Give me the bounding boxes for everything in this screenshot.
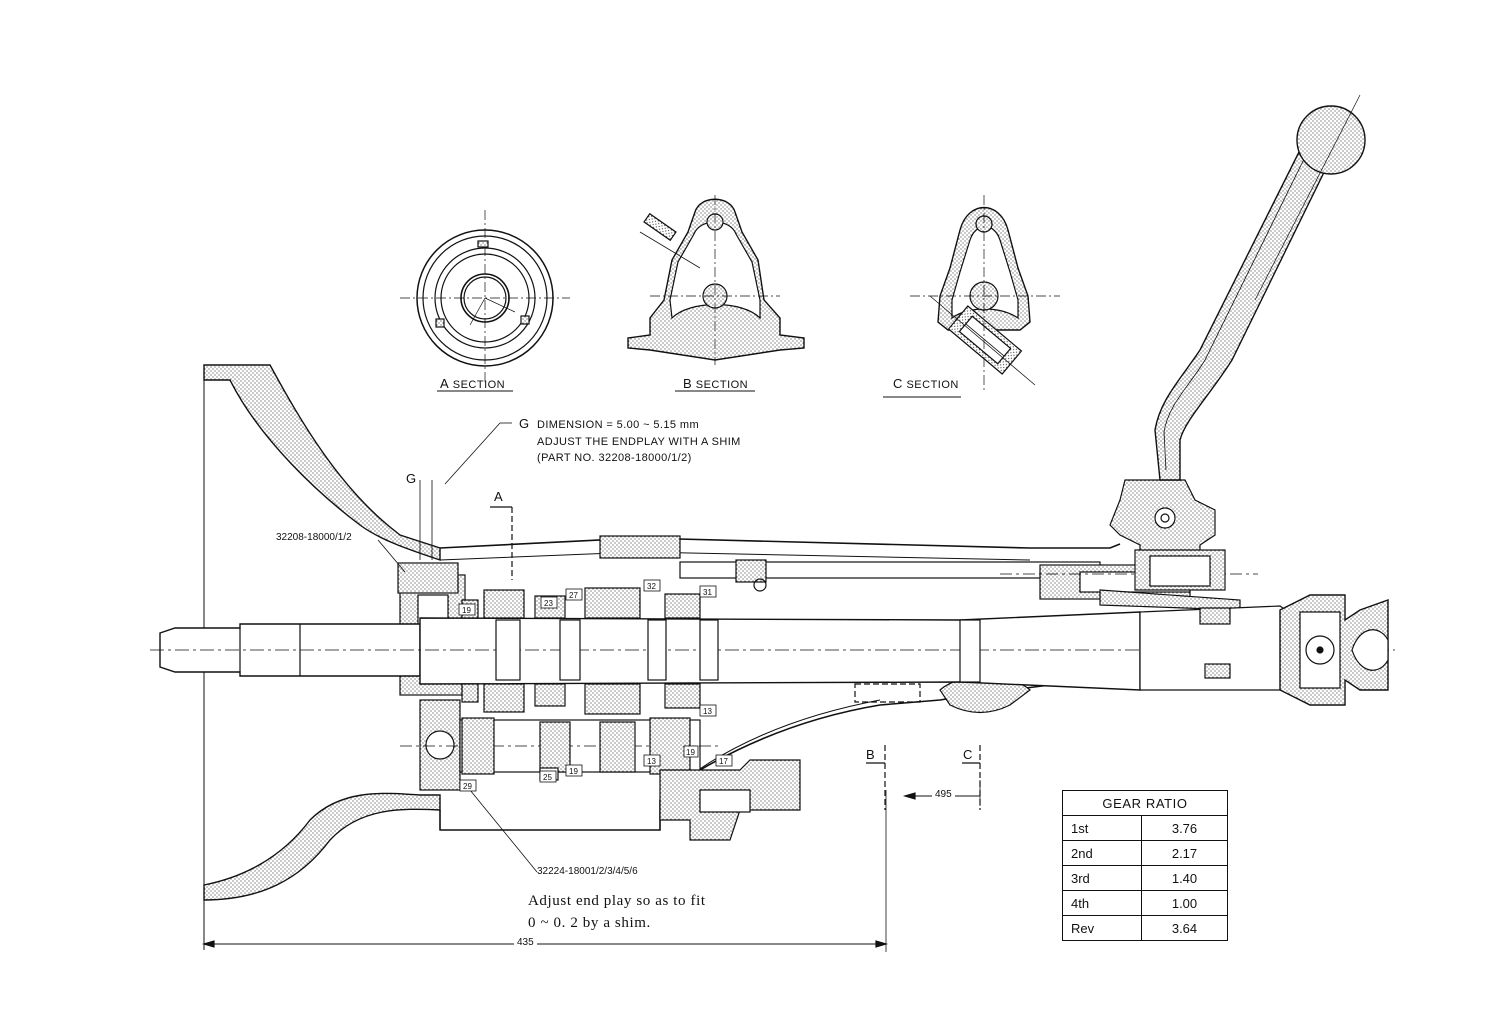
endplay-note: Adjust end play so as to fit 0 ~ 0. 2 by… xyxy=(528,890,706,934)
gear-name: 2nd xyxy=(1062,840,1142,866)
gear-ratio-value: 2.17 xyxy=(1141,840,1228,866)
c-marker: C xyxy=(963,747,973,762)
gear-ratio-row: 1st 3.76 xyxy=(1062,815,1228,841)
a-section-letter: A xyxy=(440,376,450,391)
callout-label: 19 xyxy=(569,767,578,776)
g-marker: G xyxy=(406,471,417,486)
gear-ratio-value: 1.00 xyxy=(1141,890,1228,916)
gear-ratio-row: 3rd 1.40 xyxy=(1062,865,1228,891)
callouts: 19 23 27 32 31 29 25 19 13 13 17 19 xyxy=(458,579,733,792)
g-dimension-letter: G xyxy=(519,416,530,431)
c-section-letter: C xyxy=(893,376,903,391)
gear-ratio-header-row: GEAR RATIO xyxy=(1062,790,1228,816)
gear-ratio-table: GEAR RATIO 1st 3.76 2nd 2.17 3rd 1.40 4t… xyxy=(1062,790,1228,941)
gear-name: 3rd xyxy=(1062,865,1142,891)
g-adjust-note: ADJUST THE ENDPLAY WITH A SHIM xyxy=(537,436,741,448)
gear-ratio-row: 2nd 2.17 xyxy=(1062,840,1228,866)
gear-ratio-value: 3.64 xyxy=(1141,915,1228,941)
callout-label: 32 xyxy=(647,582,656,591)
front-shim-part-number: 32208-18000/1/2 xyxy=(276,532,352,543)
gear-ratio-value: 1.40 xyxy=(1141,865,1228,891)
callout-label: 31 xyxy=(703,588,712,597)
a-marker: A xyxy=(494,489,504,504)
gear-ratio-row: Rev 3.64 xyxy=(1062,915,1228,941)
transmission-assembly xyxy=(150,94,1395,952)
overall-length-dimension: 435 xyxy=(514,937,537,948)
b-section-view xyxy=(627,195,805,392)
callout-label: 13 xyxy=(647,757,656,766)
c-section-view xyxy=(883,195,1060,398)
callout-label: 25 xyxy=(543,773,552,782)
callout-label: 19 xyxy=(686,748,695,757)
a-section-view xyxy=(400,210,570,392)
shift-offset-dimension: 495 xyxy=(932,789,955,800)
rear-shim-part-number: 32224-18001/2/3/4/5/6 xyxy=(537,866,638,877)
b-marker: B xyxy=(866,747,876,762)
callout-label: 17 xyxy=(719,757,728,766)
c-section-label: C SECTION xyxy=(893,376,959,391)
endplay-note-line2: 0 ~ 0. 2 by a shim. xyxy=(528,915,651,931)
callout-label: 29 xyxy=(463,782,472,791)
gear-name: Rev xyxy=(1062,915,1142,941)
b-section-text: SECTION xyxy=(695,379,749,391)
gear-ratio-value: 3.76 xyxy=(1141,815,1228,841)
callout-label: 13 xyxy=(703,707,712,716)
g-dimension-note: DIMENSION = 5.00 ~ 5.15 mm xyxy=(537,419,700,431)
callout-label: 27 xyxy=(569,591,578,600)
callout-label: 23 xyxy=(544,599,553,608)
b-section-letter: B xyxy=(683,376,693,391)
gear-ratio-title: GEAR RATIO xyxy=(1062,790,1228,816)
b-section-label: B SECTION xyxy=(683,376,748,391)
callout-label: 19 xyxy=(462,606,471,615)
endplay-note-line1: Adjust end play so as to fit xyxy=(528,893,706,909)
g-part-number-note: (PART NO. 32208-18000/1/2) xyxy=(537,452,692,464)
gear-name: 4th xyxy=(1062,890,1142,916)
a-section-text: SECTION xyxy=(452,379,506,391)
a-section-label: A SECTION xyxy=(440,376,505,391)
c-section-text: SECTION xyxy=(906,379,959,391)
gear-name: 1st xyxy=(1062,815,1142,841)
gear-ratio-row: 4th 1.00 xyxy=(1062,890,1228,916)
